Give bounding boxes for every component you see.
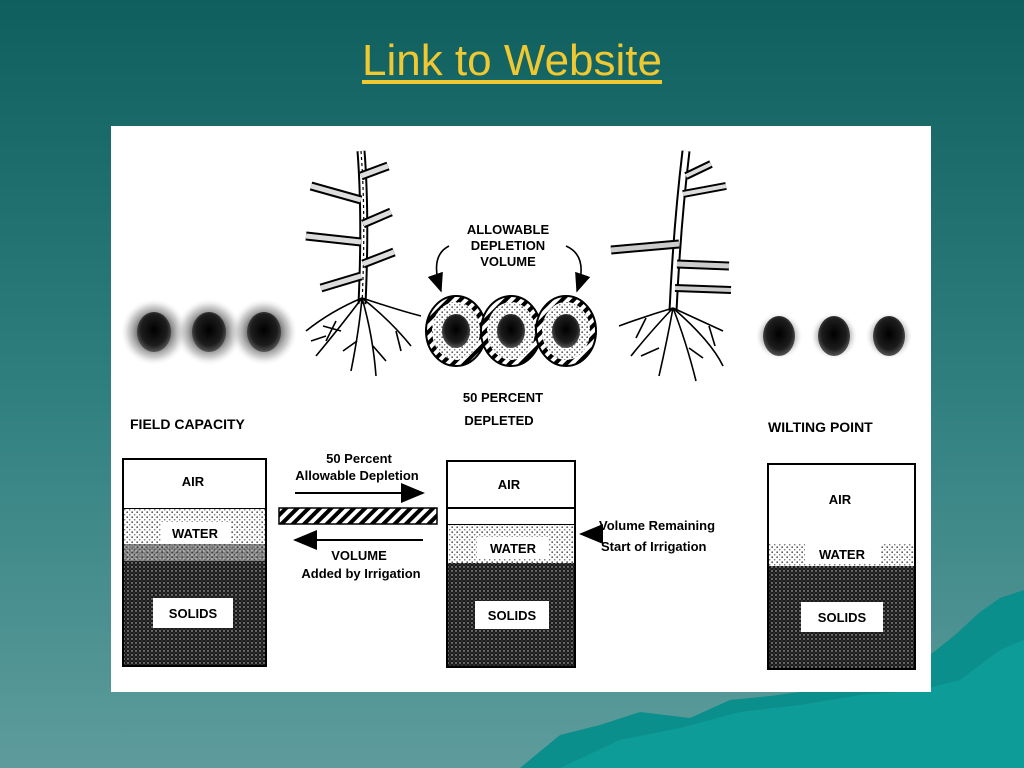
- left-air-label: AIR: [182, 474, 205, 489]
- label-volume-irrigation: VOLUME: [331, 548, 387, 563]
- depleted-particles: [425, 295, 597, 367]
- label-50-percent-arrow: 50 Percent: [326, 451, 392, 466]
- middle-water-label: WATER: [490, 541, 537, 556]
- depletion-volume-bar: [278, 507, 438, 525]
- allowable-depletion-pointers: [427, 245, 591, 293]
- wilting-point-particles: [755, 312, 913, 360]
- label-allowable-depletion-arrow: Allowable Depletion: [295, 468, 419, 483]
- label-depletion: DEPLETION: [471, 238, 545, 253]
- right-air-label: AIR: [829, 492, 852, 507]
- soil-water-diagram: ALLOWABLE DEPLETION VOLUME 50 PERCENT DE…: [111, 126, 931, 692]
- label-volume: VOLUME: [480, 254, 536, 269]
- label-volume-remaining: Volume Remaining: [599, 518, 715, 533]
- field-capacity-column: [122, 458, 267, 667]
- field-capacity-particles: [120, 298, 298, 366]
- label-50-percent: 50 PERCENT: [463, 390, 543, 405]
- depleted-column: [446, 460, 576, 668]
- right-solids-label: SOLIDS: [818, 610, 867, 625]
- label-field-capacity: FIELD CAPACITY: [130, 416, 246, 432]
- left-water-label: WATER: [172, 526, 219, 541]
- healthy-plant-illustration: [305, 150, 422, 377]
- left-solids-label: SOLIDS: [169, 606, 218, 621]
- label-allowable: ALLOWABLE: [467, 222, 550, 237]
- label-wilting-point: WILTING POINT: [768, 419, 873, 435]
- right-water-label: WATER: [819, 547, 866, 562]
- middle-solids-label: SOLIDS: [488, 608, 537, 623]
- label-added-by-irrigation: Added by Irrigation: [301, 566, 420, 581]
- slide-title-link[interactable]: Link to Website: [361, 36, 662, 85]
- label-start-of-irrigation: Start of Irrigation: [601, 539, 707, 554]
- wilting-point-column: [767, 463, 916, 670]
- middle-air-label: AIR: [498, 477, 521, 492]
- wilting-plant-illustration: [610, 150, 732, 382]
- label-depleted: DEPLETED: [464, 413, 533, 428]
